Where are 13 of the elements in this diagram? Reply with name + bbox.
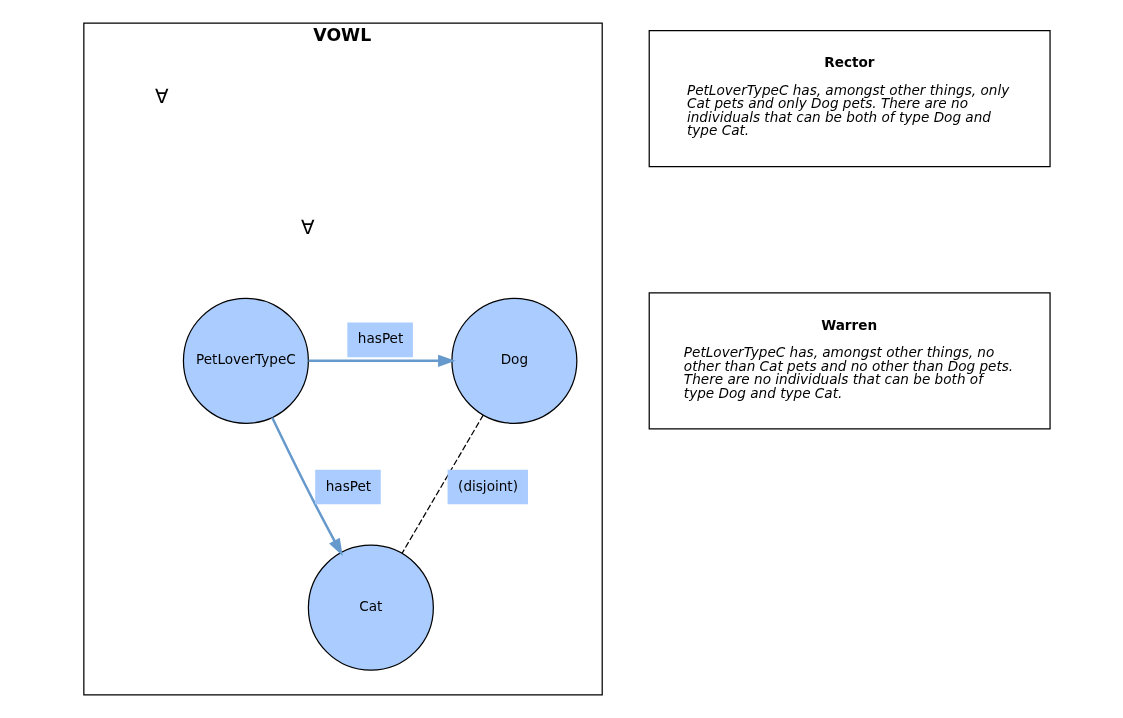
node-box: Rector PetLoverTypeC has, amongst other things, only Cat pets and only Dog pets. There are no individuals that can be both of type Dog and type Cat. [648, 29, 1051, 168]
edge-label: (disjoint) [457, 477, 518, 494]
connector [401, 414, 484, 554]
label: ∀ [154, 85, 169, 109]
arrow [270, 417, 343, 556]
node-circle: Dog [450, 297, 577, 424]
node-circle: Cat [307, 544, 434, 671]
edge-label: hasPet [325, 477, 371, 494]
node-circle: PetLoverTypeC [182, 297, 309, 424]
node-box: Warren PetLoverTypeC has, amongst other things, no other than Cat pets and no other than Dog pets. There are no individuals that can be both of type Dog and type Cat. [648, 292, 1051, 430]
label: ∀ [300, 216, 315, 240]
arrow [308, 354, 455, 367]
edge-label: hasPet [357, 330, 403, 347]
